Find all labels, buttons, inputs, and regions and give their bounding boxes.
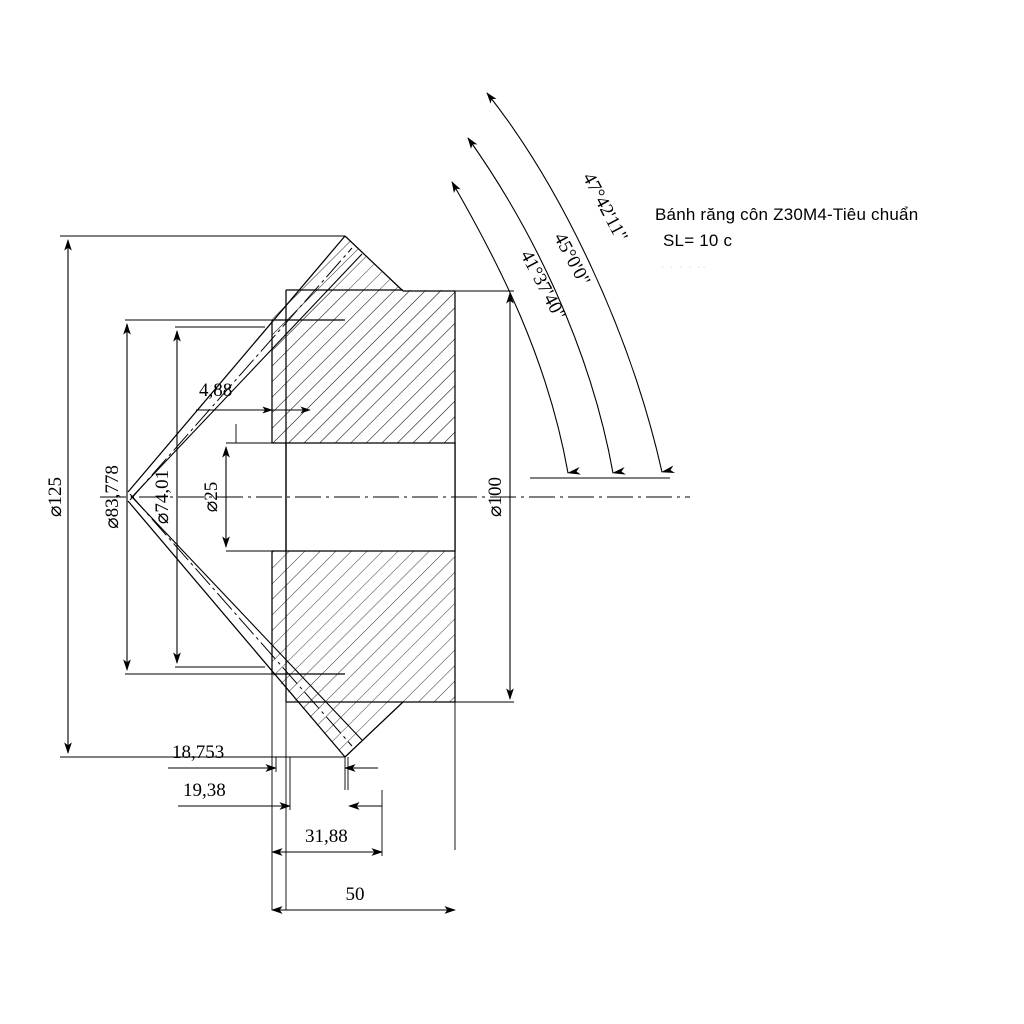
gear-rim-edges <box>272 319 345 675</box>
dim-length-b: 19,38 <box>178 780 382 810</box>
dim-length-a-text: 18,753 <box>172 742 224 763</box>
dim-diameter-bore-text: ⌀25 <box>201 482 222 512</box>
dim-diameter-pitch: ⌀83,778 <box>102 323 131 671</box>
title-note-line-1: Bánh răng côn Z30M4-Tiêu chuẩn <box>655 205 919 224</box>
dim-diameter-bore: ⌀25 <box>201 442 290 552</box>
faint-artifact-text: · · · · ·· <box>660 258 707 275</box>
dim-diameter-outer-text: ⌀125 <box>45 477 66 517</box>
dim-length-total: 50 <box>271 884 456 914</box>
dim-diameter-root-text: ⌀74,01 <box>152 470 173 524</box>
extension-lines-left <box>60 235 345 758</box>
pitch-cone-lines <box>129 247 353 747</box>
dim-diameter-hub: ⌀100 <box>403 290 514 703</box>
angle-label-tip-cone-text: 47°42'11" <box>578 169 632 245</box>
dim-face-width-small: 4,88 <box>196 380 311 443</box>
title-note-line-2: SL= 10 c <box>663 231 733 250</box>
root-cone-lines <box>130 253 363 741</box>
gear-body-upper-hatch <box>272 237 455 443</box>
dim-diameter-hub-text: ⌀100 <box>485 477 506 517</box>
dim-diameter-root: ⌀74,01 <box>152 330 181 664</box>
dim-length-total-text: 50 <box>346 884 365 905</box>
dim-length-c: 31,88 <box>271 790 383 856</box>
extension-lines-bottom <box>275 757 291 810</box>
dim-length-a: 18,753 <box>168 742 378 772</box>
dim-diameter-outer: ⌀125 <box>45 239 72 754</box>
dim-diameter-pitch-text: ⌀83,778 <box>102 465 123 529</box>
angle-dim-root-cone <box>451 181 581 475</box>
angle-label-tip-cone: 47°42'11" <box>578 169 632 245</box>
hub-walls <box>285 289 403 703</box>
gear-body-lower-hatch <box>272 551 455 757</box>
dim-length-c-text: 31,88 <box>305 826 348 847</box>
dim-face-width-small-text: 4,88 <box>199 380 232 401</box>
dim-length-b-text: 19,38 <box>183 780 226 801</box>
